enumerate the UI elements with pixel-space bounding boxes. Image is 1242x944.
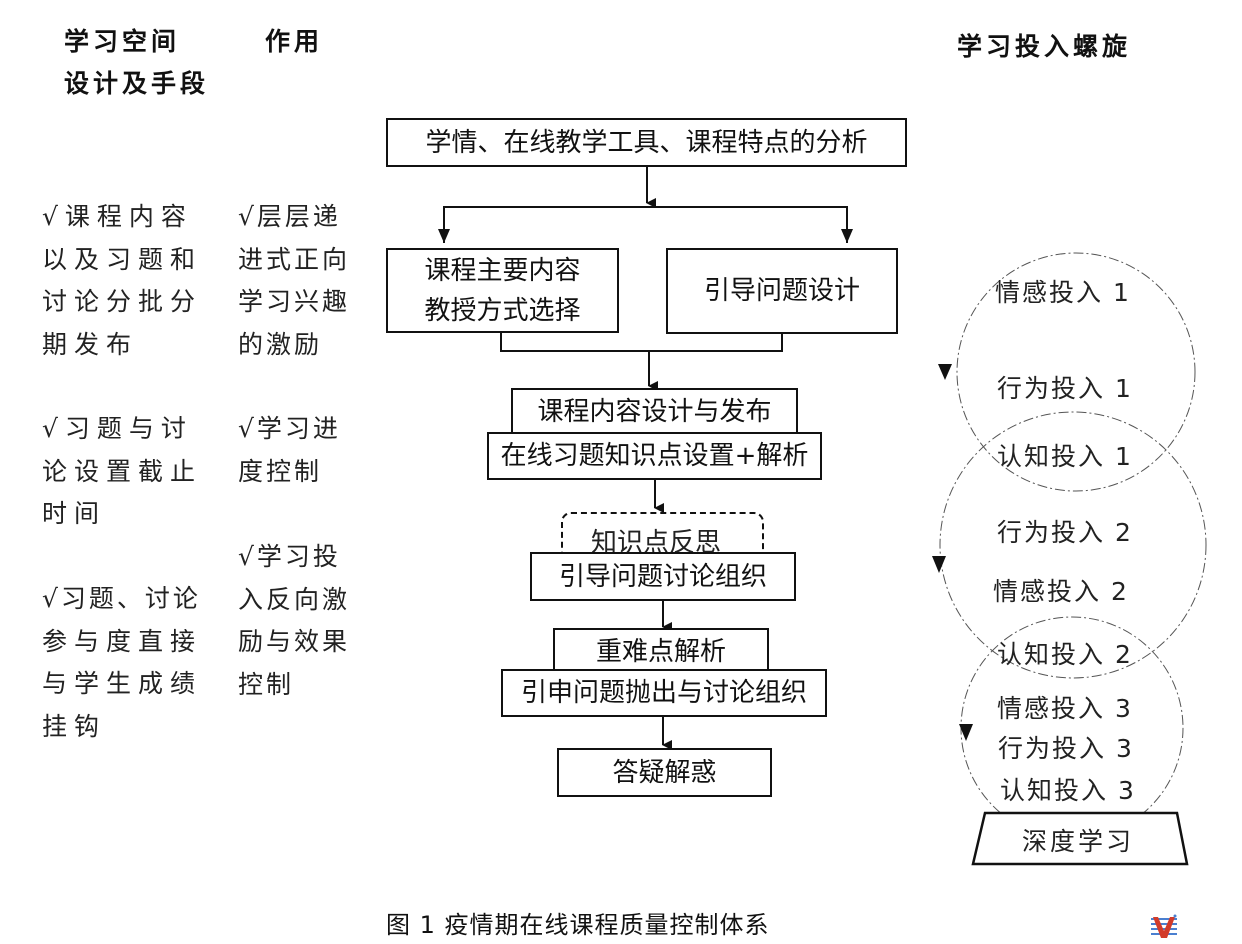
middle-item-3-line: 励与效果 (238, 627, 351, 656)
merge-connector (500, 333, 783, 352)
spiral-arrow-1 (938, 364, 952, 380)
left-item-3-line: 挂钩 (42, 711, 107, 741)
spiral-arrow-3 (959, 724, 973, 741)
split-connector (443, 206, 848, 243)
box-analysis: 学情、在线教学工具、课程特点的分析 (386, 118, 907, 167)
spiral-label-cognition-1: 认知投入 1 (997, 442, 1133, 471)
left-item-1: √课程内容 以及习题和 讨论分批分 期发布 (42, 196, 202, 366)
box-content-mode-line: 课程主要内容 (424, 255, 581, 286)
left-item-1-line: 以及习题和 (42, 244, 203, 274)
header-space-design-line2: 设计及手段 (64, 69, 210, 98)
box-guide-discussion: 引导问题讨论组织 (530, 552, 796, 601)
left-item-1-line: 期发布 (42, 329, 139, 359)
header-spiral: 学习投入螺旋 (957, 32, 1132, 61)
arrowhead-left (438, 229, 450, 243)
header-function: 作用 (265, 27, 324, 56)
middle-item-1-line: 学习兴趣 (238, 287, 351, 316)
middle-item-1-line: 进式正向 (238, 244, 351, 274)
left-item-3-line: √习题、讨论 (42, 584, 201, 613)
left-item-1-line: 讨论分批分 (42, 287, 203, 316)
box-online-exercise: 在线习题知识点设置+解析 (487, 432, 822, 480)
middle-item-1-line: √层层递 (238, 202, 341, 231)
spiral-label-emotion-2: 情感投入 2 (993, 577, 1129, 606)
logo-icon (1150, 914, 1178, 940)
middle-item-1: √层层递 进式正向 学习兴趣 的激励 (238, 196, 350, 366)
left-item-3: √习题、讨论 参与度直接 与学生成绩 挂钩 (42, 578, 202, 748)
spiral-label-cognition-3: 认知投入 3 (1000, 776, 1136, 805)
box-content-mode: 课程主要内容 教授方式选择 (386, 248, 619, 333)
spiral-label-behavior-1: 行为投入 1 (997, 374, 1133, 403)
deep-learning-label: 深度学习 (1022, 827, 1135, 856)
spiral-label-emotion-1: 情感投入 1 (995, 278, 1131, 307)
left-item-2-line: √习题与讨 (42, 414, 193, 443)
spiral-circle-1 (956, 252, 1196, 492)
box-content-mode-line: 教授方式选择 (424, 295, 581, 326)
box-qa: 答疑解惑 (557, 748, 772, 797)
middle-item-3-line: 控制 (238, 669, 295, 699)
middle-item-2: √学习进 度控制 (238, 408, 341, 493)
left-item-2-line: 时间 (42, 499, 107, 528)
spiral-label-cognition-2: 认知投入 2 (997, 640, 1133, 669)
spiral-label-emotion-3: 情感投入 3 (997, 694, 1133, 723)
middle-item-3: √学习投 入反向激 励与效果 控制 (238, 536, 350, 706)
box-content-publish: 课程内容设计与发布 (511, 388, 798, 436)
middle-item-2-line: 度控制 (238, 456, 323, 486)
middle-item-2-line: √学习进 (238, 414, 341, 443)
arrowhead-right (841, 229, 853, 243)
deep-learning-base-shape (971, 811, 1189, 866)
spiral-arrow-2 (932, 556, 946, 573)
box-key-points: 重难点解析 (553, 628, 769, 675)
left-item-3-line: 参与度直接 (42, 626, 203, 656)
box-guide-design: 引导问题设计 (666, 248, 898, 334)
header-space-design-line1: 学习空间 (64, 27, 181, 56)
spiral-label-behavior-2: 行为投入 2 (997, 518, 1133, 547)
left-item-2-line: 论设置截止 (42, 456, 203, 486)
figure-caption: 图 1 疫情期在线课程质量控制体系 (386, 911, 770, 939)
middle-item-3-line: √学习投 (238, 542, 341, 571)
box-extended-discussion: 引申问题抛出与讨论组织 (501, 669, 827, 717)
left-item-2: √习题与讨 论设置截止 时间 (42, 408, 202, 536)
spiral-label-behavior-3: 行为投入 3 (998, 734, 1134, 763)
left-item-1-line: √课程内容 (42, 202, 193, 231)
spiral-circle-2 (939, 411, 1207, 679)
left-item-3-line: 与学生成绩 (42, 669, 203, 698)
middle-item-3-line: 入反向激 (238, 584, 351, 614)
middle-item-1-line: 的激励 (238, 329, 323, 359)
